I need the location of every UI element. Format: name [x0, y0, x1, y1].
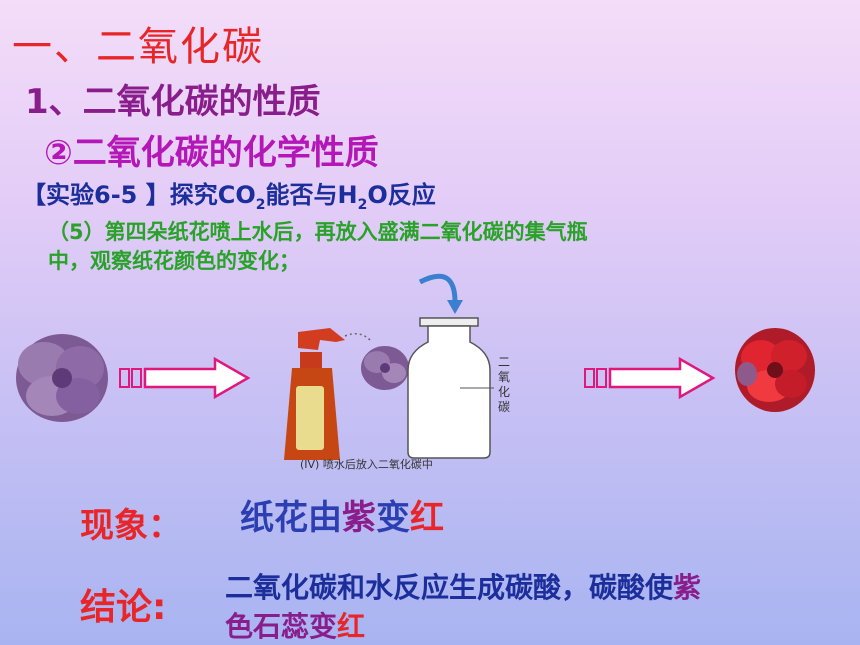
subscript: 2 [255, 196, 266, 213]
conclusion-line2: 色石蕊变红 [225, 605, 365, 645]
experiment-title-part: O反应 [367, 181, 436, 209]
conclusion-line1: 二氧化碳和水反应生成碳酸，碳酸使紫 [225, 566, 701, 606]
arrow-right-icon [119, 356, 251, 400]
purple-flower-icon [16, 334, 108, 422]
experiment-title-part: 能否与H [265, 181, 358, 209]
jar-label: 二氧化碳 [498, 355, 510, 414]
red-flower-icon [735, 328, 815, 412]
page-title: 一、二氧化碳 [12, 24, 264, 70]
conclusion-purple-word: 色石 [225, 610, 282, 643]
step-text-line1: （5）第四朵纸花喷上水后，再放入盛满二氧化碳的集气瓶 [48, 220, 588, 244]
phenomenon-part: 变 [376, 498, 410, 538]
illustration-caption: (IV) 喷水后放入二氧化碳中 [300, 457, 433, 471]
conclusion-red-word: 红 [337, 610, 366, 643]
experiment-illustration: 二氧化碳 (IV) 喷水后放入二氧化碳中 [16, 273, 815, 471]
spray-bottle-icon [284, 328, 371, 460]
phenomenon-part: 纸花由 [240, 498, 342, 538]
experiment-title-part: 【实验6-5 】探究CO [22, 181, 256, 209]
phenomenon-purple-word: 紫 [342, 498, 376, 538]
arrow-right-icon [584, 356, 716, 400]
section-heading: 1、二氧化碳的性质 [25, 82, 321, 122]
subscript: 2 [357, 196, 368, 213]
conclusion-purple-word: 紫 [673, 571, 702, 604]
curved-arrow-icon [418, 273, 458, 303]
step-text-line2: 中，观察纸花颜色的变化； [48, 249, 300, 273]
small-purple-flower-icon [361, 346, 409, 390]
gas-jar-icon [407, 317, 494, 459]
conclusion-part: 变 [309, 610, 338, 643]
phenomenon-text: 纸花由紫变红 [240, 490, 444, 539]
phenomenon-label: 现象： [80, 506, 182, 546]
conclusion-part: 二氧化碳和水反应生成碳酸，碳酸使 [225, 571, 674, 604]
conclusion-purple-word: 蕊 [281, 610, 310, 643]
experiment-title: 【实验6-5 】探究CO2能否与H2O反应 [22, 175, 436, 213]
phenomenon-red-word: 红 [410, 498, 444, 538]
conclusion-label: 结论: [80, 587, 167, 628]
subsection-heading: ②二氧化碳的化学性质 [44, 133, 379, 173]
